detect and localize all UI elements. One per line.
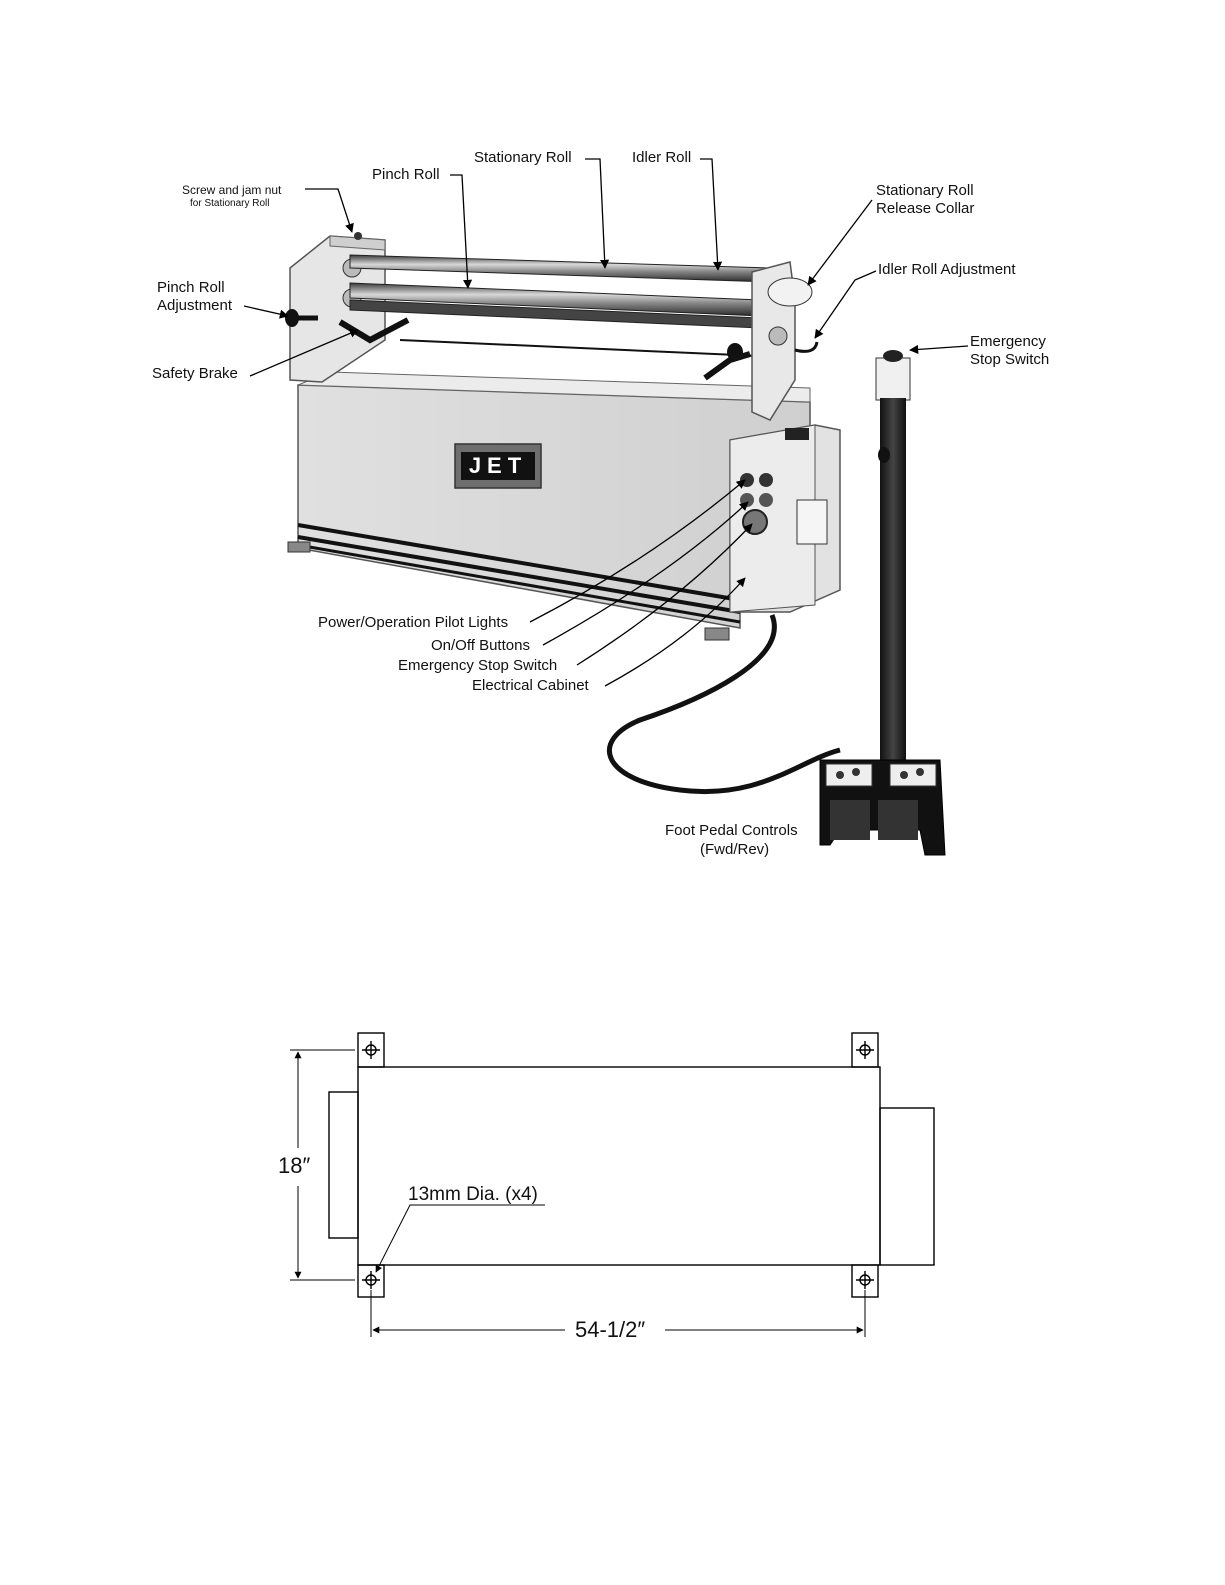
handles xyxy=(285,309,751,381)
label-stationary-roll: Stationary Roll xyxy=(474,149,572,166)
label-screw-jam-nut: Screw and jam nut xyxy=(182,183,282,197)
label-on-off-buttons: On/Off Buttons xyxy=(431,637,530,654)
jet-badge xyxy=(454,443,542,489)
label-screw-jam-nut-sub: for Stationary Roll xyxy=(190,198,270,209)
label-release-collar-line1: Stationary Roll xyxy=(876,182,974,199)
right-housing xyxy=(751,261,819,421)
label-pilot-lights: Power/Operation Pilot Lights xyxy=(318,614,509,631)
label-emergency-stop-line1: Emergency xyxy=(970,333,1046,350)
jet-logo-text: JET xyxy=(468,453,528,478)
electrical-cabinet xyxy=(729,424,841,613)
label-foot-pedal-line1: Foot Pedal Controls xyxy=(665,822,798,839)
emergency-stand xyxy=(875,350,911,770)
mount-holes xyxy=(362,1041,874,1289)
foot-pedal-assembly xyxy=(819,759,946,856)
leader-lines xyxy=(243,158,969,687)
label-idler-roll-adjustment: Idler Roll Adjustment xyxy=(878,261,1016,278)
footprint-left-extension xyxy=(328,1091,359,1239)
label-emergency-stop-line2: Stop Switch xyxy=(970,351,1050,368)
label-foot-pedal-line2: (Fwd/Rev) xyxy=(700,841,770,858)
footprint-body xyxy=(357,1066,881,1266)
mount-tab-top-left xyxy=(357,1032,385,1068)
power-cable xyxy=(607,614,841,794)
dimension-depth: 18″ xyxy=(278,1153,311,1178)
label-cabinet-emergency-stop: Emergency Stop Switch xyxy=(398,657,558,674)
machine-base xyxy=(287,371,811,641)
dimension-width: 54-1/2″ xyxy=(575,1317,646,1342)
label-pinch-roll-adjustment-line2: Adjustment xyxy=(157,297,233,314)
mount-tab-top-right xyxy=(851,1032,879,1068)
label-release-collar-line2: Release Collar xyxy=(876,200,975,217)
label-electrical-cabinet: Electrical Cabinet xyxy=(472,677,589,694)
label-safety-brake: Safety Brake xyxy=(152,365,238,382)
footprint-right-extension xyxy=(879,1107,935,1266)
label-hole-diameter: 13mm Dia. (x4) xyxy=(408,1184,538,1205)
label-pinch-roll: Pinch Roll xyxy=(372,166,440,183)
label-idler-roll: Idler Roll xyxy=(632,149,692,166)
label-pinch-roll-adjustment-line1: Pinch Roll xyxy=(157,279,225,296)
